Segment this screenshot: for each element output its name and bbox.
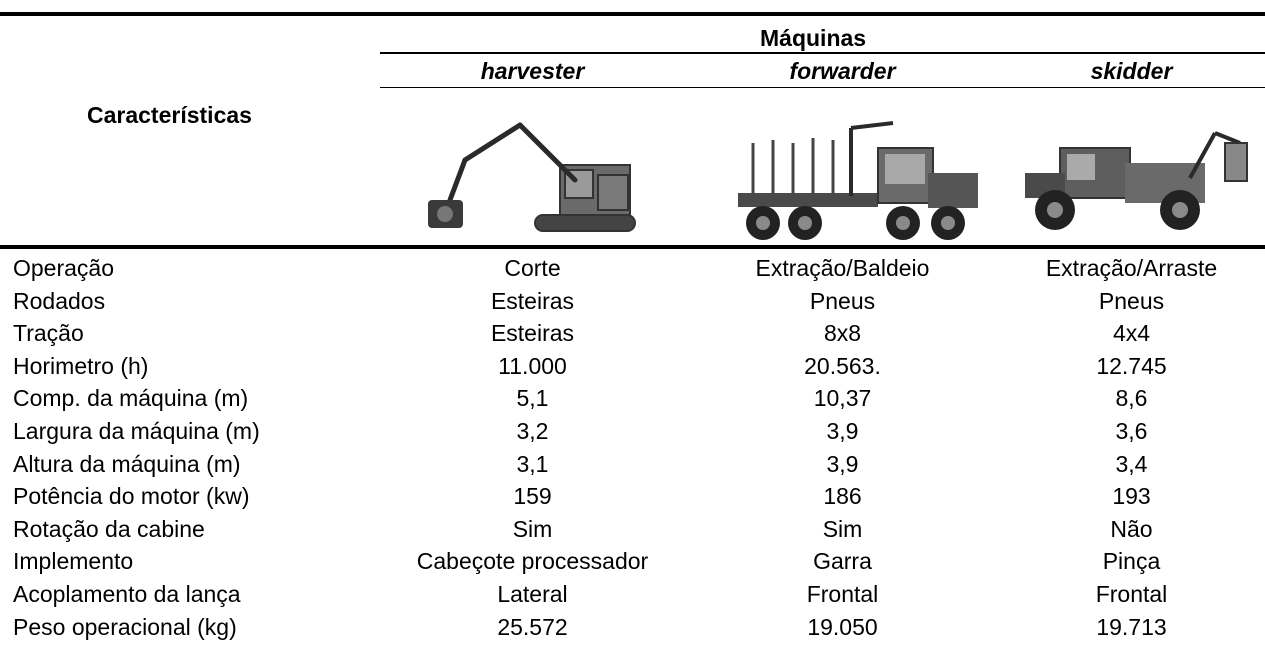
cell-skidder: Frontal: [1095, 581, 1168, 607]
skidder-machine-photo: [1025, 131, 1248, 230]
cell-forwarder: Pneus: [809, 287, 876, 314]
cell-harvester: Lateral: [497, 581, 568, 607]
row-label: Implemento: [13, 548, 134, 575]
cell-skidder: 4x4: [1112, 320, 1151, 347]
machine-names-rule: [380, 87, 1265, 88]
cell-skidder: Pinça: [1102, 548, 1161, 575]
cell-skidder: Extração/Arraste: [1045, 255, 1218, 281]
cell-skidder: 193: [1112, 483, 1151, 510]
table-top-rule: [0, 12, 1265, 16]
table-row: Altura da máquina (m) 3,1 3,9 3,4: [0, 451, 1265, 480]
cell-forwarder: Extração/Baldeio: [755, 255, 930, 281]
cell-skidder: 3,4: [1115, 450, 1148, 477]
cell-forwarder: 186: [823, 483, 862, 510]
machines-group-rule: [380, 52, 1265, 54]
cell-forwarder: Garra: [813, 548, 872, 575]
table-row: Rotação da cabine Sim Sim Não: [0, 516, 1265, 545]
table-row: Comp. da máquina (m) 5,1 10,37 8,6: [0, 385, 1265, 414]
cell-harvester: Esteiras: [490, 287, 575, 314]
cell-harvester: 25.572: [497, 613, 568, 640]
row-label: Peso operacional (kg): [13, 613, 237, 640]
cell-harvester: 3,1: [516, 450, 549, 477]
machines-group-header: Máquinas: [760, 25, 867, 51]
machine-name-forwarder: forwarder: [789, 58, 896, 84]
cell-harvester: Sim: [512, 515, 553, 542]
table-row: Horimetro (h) 11.000 20.563. 12.745: [0, 353, 1265, 382]
cell-forwarder: 3,9: [826, 450, 859, 477]
table-row: Implemento Cabeçote processador Garra Pinça: [0, 548, 1265, 577]
table-row: Largura da máquina (m) 3,2 3,9 3,6: [0, 418, 1265, 447]
table-row: Potência do motor (kw) 159 186 193: [0, 483, 1265, 512]
row-label: Comp. da máquina (m): [13, 385, 249, 412]
table-row: Operação Corte Extração/Baldeio Extração/Ar…: [0, 255, 1265, 284]
cell-skidder: 19.713: [1096, 613, 1167, 640]
row-label: Rodados: [13, 287, 106, 314]
row-label: Acoplamento da lança: [13, 581, 241, 607]
row-label: Horimetro (h): [13, 352, 149, 379]
table-row: Peso operacional (kg) 25.572 19.050 19.713: [0, 614, 1265, 643]
cell-skidder: 8,6: [1115, 385, 1148, 412]
cell-forwarder: 3,9: [826, 418, 859, 444]
cell-skidder: 3,6: [1115, 418, 1148, 444]
row-label: Altura da máquina (m): [13, 450, 241, 477]
table-row: Rodados Esteiras Pneus Pneus: [0, 288, 1265, 317]
row-label: Operação: [13, 255, 115, 281]
cell-skidder: 12.745: [1096, 352, 1167, 379]
cell-forwarder: 10,37: [813, 385, 872, 412]
machine-name-harvester: harvester: [480, 58, 585, 84]
cell-harvester: 159: [513, 483, 552, 510]
cell-forwarder: Sim: [822, 515, 863, 542]
cell-harvester: Corte: [504, 255, 561, 281]
forwarder-machine-photo: [738, 121, 978, 240]
characteristics-header: Características: [87, 102, 252, 128]
harvester-machine-photo: [428, 122, 636, 232]
cell-harvester: Cabeçote processador: [416, 548, 649, 575]
header-bottom-rule: [0, 245, 1265, 249]
table-row: Tração Esteiras 8x8 4x4: [0, 320, 1265, 349]
cell-forwarder: 19.050: [807, 613, 878, 640]
machine-name-skidder: skidder: [1090, 58, 1173, 84]
cell-skidder: Não: [1110, 515, 1153, 542]
cell-harvester: 5,1: [516, 385, 549, 412]
cell-skidder: Pneus: [1098, 287, 1165, 314]
row-label: Rotação da cabine: [13, 515, 205, 542]
cell-harvester: 3,2: [516, 418, 549, 444]
cell-forwarder: 20.563.: [804, 352, 881, 379]
cell-harvester: 11.000: [498, 352, 567, 379]
table-row: Acoplamento da lança Lateral Frontal Fronta…: [0, 581, 1265, 610]
row-label: Tração: [13, 320, 84, 347]
cell-harvester: Esteiras: [490, 320, 575, 347]
cell-forwarder: 8x8: [823, 320, 862, 347]
cell-forwarder: Frontal: [806, 581, 879, 607]
row-label: Potência do motor (kw): [13, 483, 250, 510]
row-label: Largura da máquina (m): [13, 418, 260, 444]
